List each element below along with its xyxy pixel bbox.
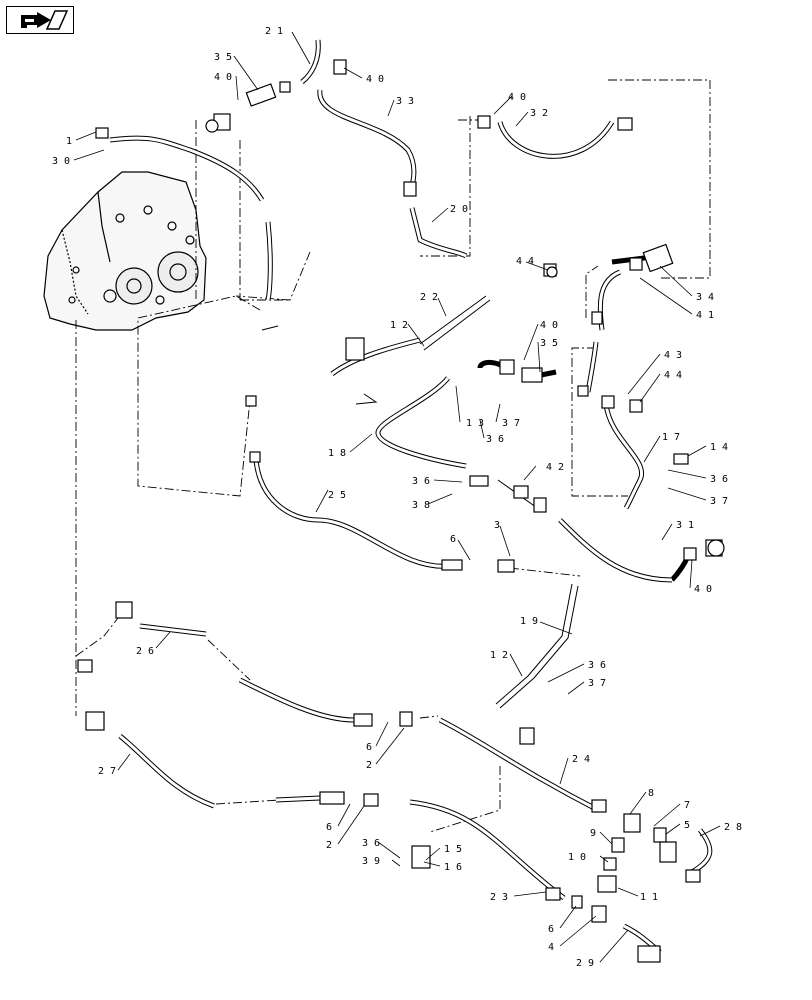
callout-33: 3 3	[396, 96, 414, 107]
callout-40: 4 0	[540, 320, 558, 331]
callout-6: 6	[450, 534, 456, 545]
callout-35: 3 5	[214, 52, 232, 63]
callout-13: 1 3	[466, 418, 484, 429]
callout-37: 3 7	[502, 418, 520, 429]
callout-41: 4 1	[696, 310, 714, 321]
callout-3: 3	[494, 520, 500, 531]
callout-17: 1 7	[662, 432, 680, 443]
callout-22: 2 2	[420, 292, 438, 303]
callout-5: 5	[684, 820, 690, 831]
callout-27: 2 7	[98, 766, 116, 777]
callout-9: 9	[590, 828, 596, 839]
callout-28: 2 8	[724, 822, 742, 833]
callout-40: 4 0	[508, 92, 526, 103]
callout-36: 3 6	[412, 476, 430, 487]
callout-6: 6	[548, 924, 554, 935]
callout-36: 3 6	[710, 474, 728, 485]
callout-44: 4 4	[516, 256, 534, 267]
callout-18: 1 8	[328, 448, 346, 459]
hose-fills	[109, 39, 712, 954]
callout-12: 1 2	[490, 650, 508, 661]
callout-40: 4 0	[214, 72, 232, 83]
callout-35: 3 5	[540, 338, 558, 349]
callout-44: 4 4	[664, 370, 682, 381]
callout-43: 4 3	[664, 350, 682, 361]
callout-38: 3 8	[412, 500, 430, 511]
callout-37: 3 7	[588, 678, 606, 689]
leader-lines	[73, 31, 721, 963]
callout-8: 8	[648, 788, 654, 799]
callout-2: 2	[326, 840, 332, 851]
fittings	[77, 59, 725, 963]
callout-25: 2 5	[328, 490, 346, 501]
metal-tubes	[261, 295, 579, 709]
callout-31: 3 1	[676, 520, 694, 531]
callout-23: 2 3	[490, 892, 508, 903]
transmission-housing	[43, 171, 207, 331]
callout-19: 1 9	[520, 616, 538, 627]
callout-42: 4 2	[546, 462, 564, 473]
callout-40: 4 0	[694, 584, 712, 595]
callout-37: 3 7	[710, 496, 728, 507]
callout-10: 1 0	[568, 852, 586, 863]
callout-1: 1	[66, 136, 72, 147]
callout-12: 1 2	[390, 320, 408, 331]
callout-labels: 2 1 3 5 4 0 4 0 3 3 4 0 3 2 1 3 0 2 0 4 …	[52, 26, 742, 969]
callout-6: 6	[326, 822, 332, 833]
callout-4: 4	[548, 942, 554, 953]
callout-30: 3 0	[52, 156, 70, 167]
callout-40: 4 0	[366, 74, 384, 85]
hose-outlines	[109, 39, 713, 954]
callout-32: 3 2	[530, 108, 548, 119]
callout-16: 1 6	[444, 862, 462, 873]
diagram-artwork	[43, 31, 725, 963]
callout-36: 3 6	[588, 660, 606, 671]
callout-29: 2 9	[576, 958, 594, 969]
callout-26: 2 6	[136, 646, 154, 657]
callout-7: 7	[684, 800, 690, 811]
nav-button[interactable]	[6, 6, 74, 34]
routing-lines	[75, 79, 711, 833]
hand-pointer-icon	[21, 10, 69, 30]
callout-6: 6	[366, 742, 372, 753]
callout-36: 3 6	[486, 434, 504, 445]
callout-11: 1 1	[640, 892, 658, 903]
callout-2: 2	[366, 760, 372, 771]
callout-24: 2 4	[572, 754, 590, 765]
callout-14: 1 4	[710, 442, 728, 453]
callout-39: 3 9	[362, 856, 380, 867]
callout-21: 2 1	[265, 26, 283, 37]
callout-20: 2 0	[450, 204, 468, 215]
callout-34: 3 4	[696, 292, 714, 303]
callout-15: 1 5	[444, 844, 462, 855]
callout-36: 3 6	[362, 838, 380, 849]
